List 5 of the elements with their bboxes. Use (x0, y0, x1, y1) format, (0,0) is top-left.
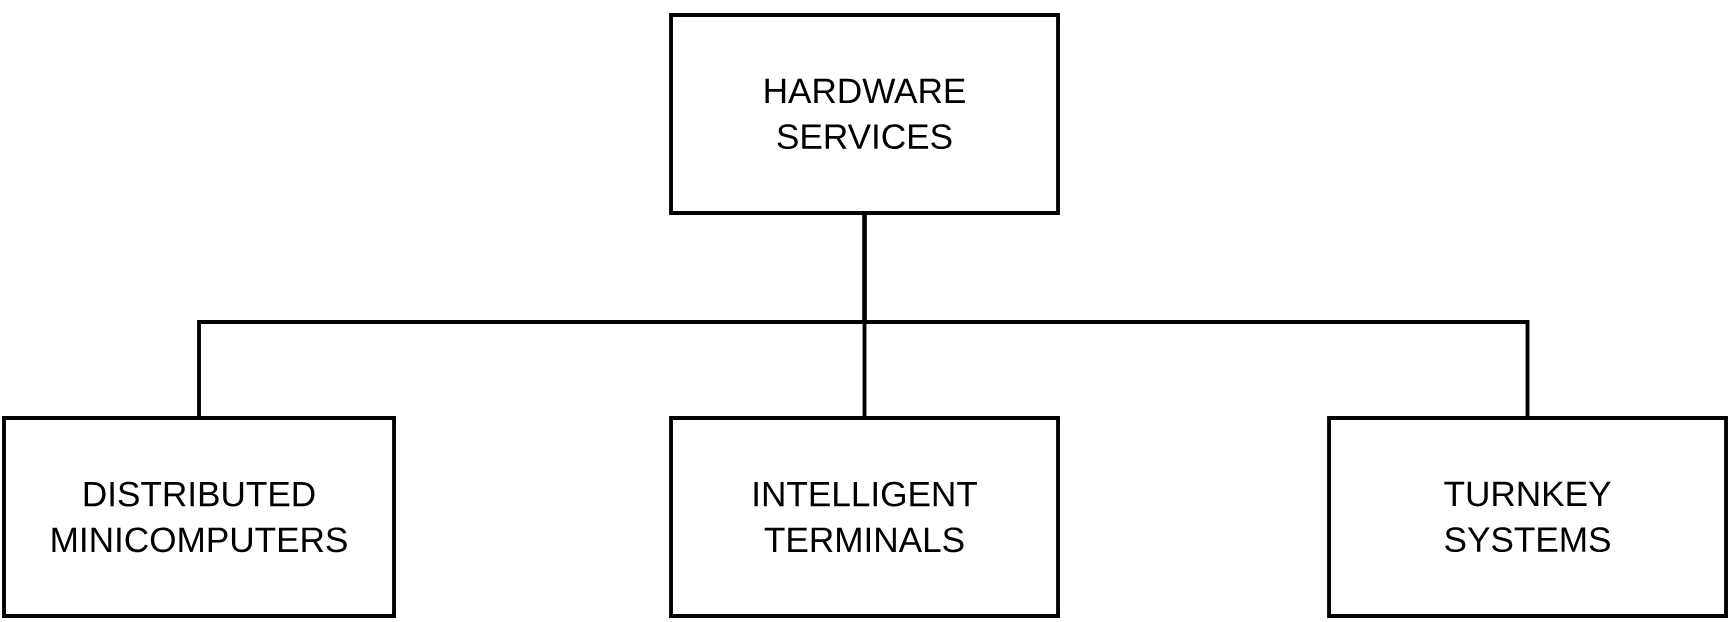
box: TURNKEY SYSTEMS (1327, 416, 1728, 618)
box: HARDWARE SERVICES (669, 13, 1060, 215)
box: INTELLIGENT TERMINALS (669, 416, 1060, 618)
box: DISTRIBUTED MINICOMPUTERS (2, 416, 396, 618)
connector-line (862, 214, 1530, 417)
